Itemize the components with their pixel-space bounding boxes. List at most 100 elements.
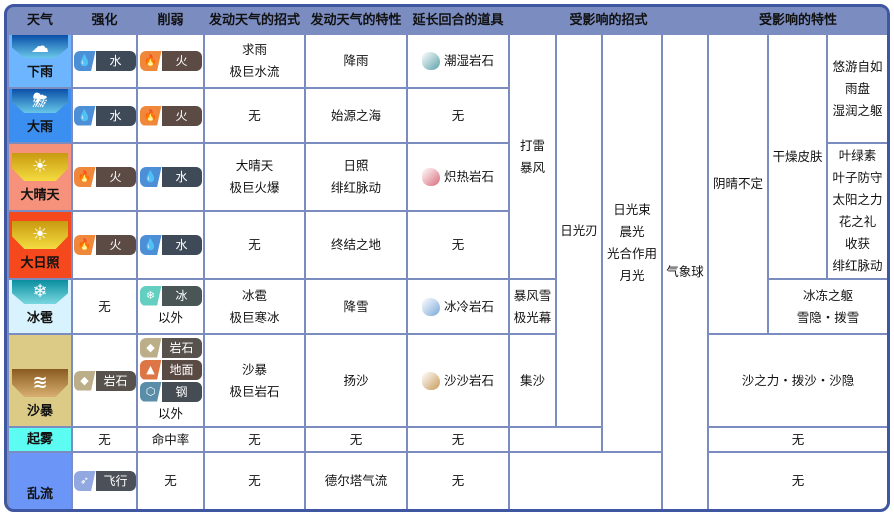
- type-label: 水: [161, 167, 202, 187]
- text-line: 始源之海: [330, 107, 381, 123]
- item-cell: 沙沙岩石: [408, 335, 508, 426]
- weather-moves-cell: 大晴天极巨火爆: [205, 144, 304, 210]
- weather-abilities-cell: 始源之海: [306, 89, 406, 142]
- item-name: 冰冷岩石: [443, 298, 494, 314]
- text-line: 湿润之躯: [832, 102, 883, 118]
- affected-moves-cell: [510, 428, 601, 451]
- text-line: 极巨水流: [229, 64, 280, 79]
- weaken-text: 无: [164, 473, 177, 488]
- text-line: 日照: [343, 158, 369, 173]
- text-line: 暴风雪: [513, 287, 552, 303]
- item-name: 无: [451, 431, 465, 447]
- type-badge-steel-nut: ⬡钢: [139, 381, 202, 402]
- weather-abilities-cell: 日照绯红脉动: [306, 144, 406, 210]
- affected-abilities-cell: 叶绿素叶子防守太阳之力花之礼收获绯红脉动: [828, 144, 887, 278]
- text-line: 无: [791, 431, 805, 447]
- weather-abilities-cell: 降雨: [306, 35, 406, 87]
- weather-abilities-cell: 终结之地: [306, 212, 406, 278]
- weaken-note: 以外: [157, 405, 183, 421]
- weather-cell: ☁下雨: [9, 35, 71, 87]
- item-cell: 无: [408, 453, 508, 509]
- weaken-cell: 🔥火: [138, 89, 203, 142]
- type-label: 钢: [161, 381, 202, 402]
- type-badge-wing: ➶飞行: [73, 471, 136, 491]
- text-line: 收获: [844, 236, 870, 251]
- weather-moves-cell: 无: [205, 89, 304, 142]
- water-drop-icon: 💧: [139, 235, 162, 255]
- hail-icon: ❄: [12, 280, 68, 304]
- text-line: 冰冻之躯: [802, 287, 853, 303]
- text-line: 打雷: [519, 137, 545, 153]
- weather-abilities-cell: 无: [306, 428, 406, 451]
- text-line: 阴晴不定: [712, 176, 763, 191]
- type-badge-rock: ◆岩石: [73, 370, 136, 391]
- text-line: 无: [248, 431, 261, 447]
- text-line: 雪隐・拨雪: [796, 309, 860, 325]
- affected-moves-cell: 日光束晨光光合作用月光: [603, 35, 661, 451]
- weaken-text: 命中率: [151, 431, 190, 447]
- affected-abilities-cell: 沙之力・拨沙・沙隐: [709, 335, 887, 426]
- steel-nut-icon: ⬡: [139, 381, 162, 402]
- type-badge-flame: 🔥火: [73, 235, 136, 255]
- text-line: 德尔塔气流: [324, 473, 388, 488]
- flame-icon: 🔥: [139, 51, 162, 71]
- type-label: 火: [161, 51, 202, 71]
- strengthen-cell: ➶飞行: [73, 453, 136, 509]
- text-line: 光合作用: [606, 246, 657, 261]
- heavy-rain-icon: ⛈: [12, 89, 68, 113]
- weaken-cell: 💧水: [138, 144, 203, 210]
- text-line: 无: [248, 473, 261, 488]
- header-cell: 削弱: [138, 8, 203, 33]
- text-line: 降雨: [343, 53, 369, 68]
- text-line: 叶子防守: [832, 170, 883, 185]
- weaken-cell: ◆岩石▲地面⬡钢以外: [138, 335, 203, 426]
- affected-abilities-cell: 干燥皮肤: [769, 35, 826, 278]
- type-badge-water-drop: 💧水: [139, 167, 202, 187]
- affected-moves-cell: 日光刃: [557, 35, 601, 426]
- strengthen-cell: ◆岩石: [73, 335, 136, 426]
- text-line: 冰雹: [241, 287, 267, 303]
- wing-icon: ➶: [73, 471, 96, 491]
- rock-icon: ◆: [139, 337, 162, 358]
- text-line: 沙之力・拨沙・沙隐: [741, 372, 855, 388]
- weather-moves-cell: 冰雹极巨寒冰: [205, 280, 304, 333]
- text-line: 极光幕: [513, 309, 552, 325]
- type-badge-flame: 🔥火: [73, 167, 136, 187]
- weather-moves-cell: 无: [205, 212, 304, 278]
- affected-moves-cell: 气象球: [663, 35, 707, 509]
- affected-moves-cell: 打雷暴风: [510, 35, 555, 278]
- item-cell: 冰冷岩石: [408, 280, 508, 333]
- strengthen-cell: 无: [73, 280, 136, 333]
- weather-moves-cell: 沙暴极巨岩石: [205, 335, 304, 426]
- weather-name: 大晴天: [20, 188, 60, 203]
- text-line: 绯红脉动: [832, 258, 883, 273]
- text-line: 日光束: [613, 202, 651, 217]
- type-badge-rock: ◆岩石: [139, 337, 202, 358]
- flame-icon: 🔥: [73, 167, 96, 187]
- water-drop-icon: 💧: [73, 51, 96, 71]
- item-cell: 无: [408, 89, 508, 142]
- item-cell: 无: [408, 212, 508, 278]
- text-line: 无: [791, 473, 805, 488]
- weaken-cell: 命中率: [138, 428, 203, 451]
- weather-name: 大日照: [20, 256, 60, 271]
- item-name: 无: [451, 237, 465, 252]
- strengthen-text: 无: [98, 431, 111, 447]
- type-label: 飞行: [95, 471, 136, 491]
- rock-item-icon: [421, 52, 440, 70]
- weather-name: 乱流: [26, 487, 53, 502]
- text-line: 沙暴: [241, 361, 267, 377]
- type-badge-water-drop: 💧水: [139, 235, 202, 255]
- text-line: 极巨火爆: [229, 180, 280, 195]
- type-label: 火: [95, 235, 136, 255]
- affected-abilities-cell: 悠游自如雨盘湿润之躯: [828, 35, 887, 142]
- affected-moves-cell: [510, 453, 661, 509]
- strengthen-cell: 无: [73, 428, 136, 451]
- weather-moves-cell: 无: [205, 428, 304, 451]
- item-name: 无: [451, 107, 465, 123]
- weaken-note: 以外: [157, 309, 183, 325]
- weather-cell: 乱流: [9, 453, 71, 509]
- affected-abilities-cell: 阴晴不定: [709, 35, 767, 333]
- weather-name: 大雨: [26, 120, 53, 135]
- weather-cell: 起雾: [9, 428, 71, 451]
